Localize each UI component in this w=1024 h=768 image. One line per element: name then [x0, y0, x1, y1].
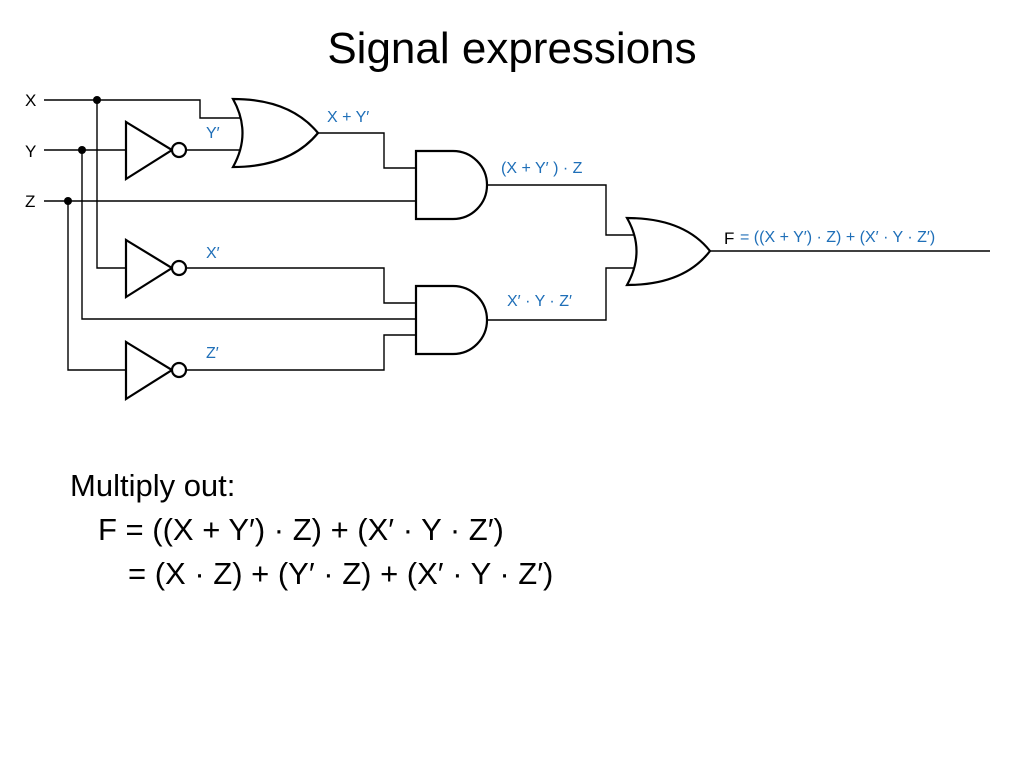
- notes-block: Multiply out: F = ((X + Y′) · Z) + (X′ ·…: [70, 464, 553, 596]
- signal-label-x-not: X′: [206, 245, 220, 262]
- wire-and-bottom-out: [487, 267, 634, 321]
- not-gate-y: [124, 120, 188, 181]
- junction-dot-z: [64, 197, 72, 205]
- wire-x-input: [44, 99, 240, 119]
- wire-z-not: [186, 334, 416, 371]
- notes-equation-line-2: = (X · Z) + (Y′ · Z) + (X′ · Y · Z′): [128, 556, 554, 591]
- signal-label-output: = ((X + Y′) · Z) + (X′ · Y · Z′): [740, 229, 935, 246]
- not-gate-x: [124, 238, 188, 299]
- signal-label-x-or-ynot: X + Y′: [327, 109, 369, 126]
- signal-label-z-not: Z′: [206, 345, 219, 362]
- signal-label-y-not: Y′: [206, 125, 220, 142]
- slide-title: Signal expressions: [327, 24, 697, 73]
- wire-y-branch: [81, 150, 416, 320]
- junction-dot-y: [78, 146, 86, 154]
- output-name-f: F: [724, 229, 734, 248]
- wire-z-branch: [67, 201, 126, 371]
- or-gate-top: [231, 97, 320, 169]
- notes-equation-line-1: F = ((X + Y′) · Z) + (X′ · Y · Z′): [98, 512, 504, 547]
- notes-heading: Multiply out:: [70, 468, 236, 503]
- and-gate-bottom: [414, 284, 489, 356]
- input-label-x: X: [25, 91, 36, 110]
- wire-x-not: [186, 267, 416, 304]
- wire-or-top-out: [318, 132, 416, 169]
- input-label-y: Y: [25, 142, 36, 161]
- or-gate-output: [625, 216, 712, 287]
- signal-label-and-bottom: X′ · Y · Z′: [507, 293, 572, 310]
- wire-x-branch: [96, 100, 126, 269]
- signal-label-and-top: (X + Y′ ) · Z: [501, 160, 583, 177]
- logic-circuit-diagram: X Y Z Y′ X + Y′ (X + Y′ ) · Z X′ X′ ·: [25, 91, 990, 401]
- and-gate-top: [414, 149, 489, 221]
- wire-and-top-out: [487, 184, 634, 236]
- junction-dot-x: [93, 96, 101, 104]
- not-gate-z: [124, 340, 188, 401]
- input-label-z: Z: [25, 192, 35, 211]
